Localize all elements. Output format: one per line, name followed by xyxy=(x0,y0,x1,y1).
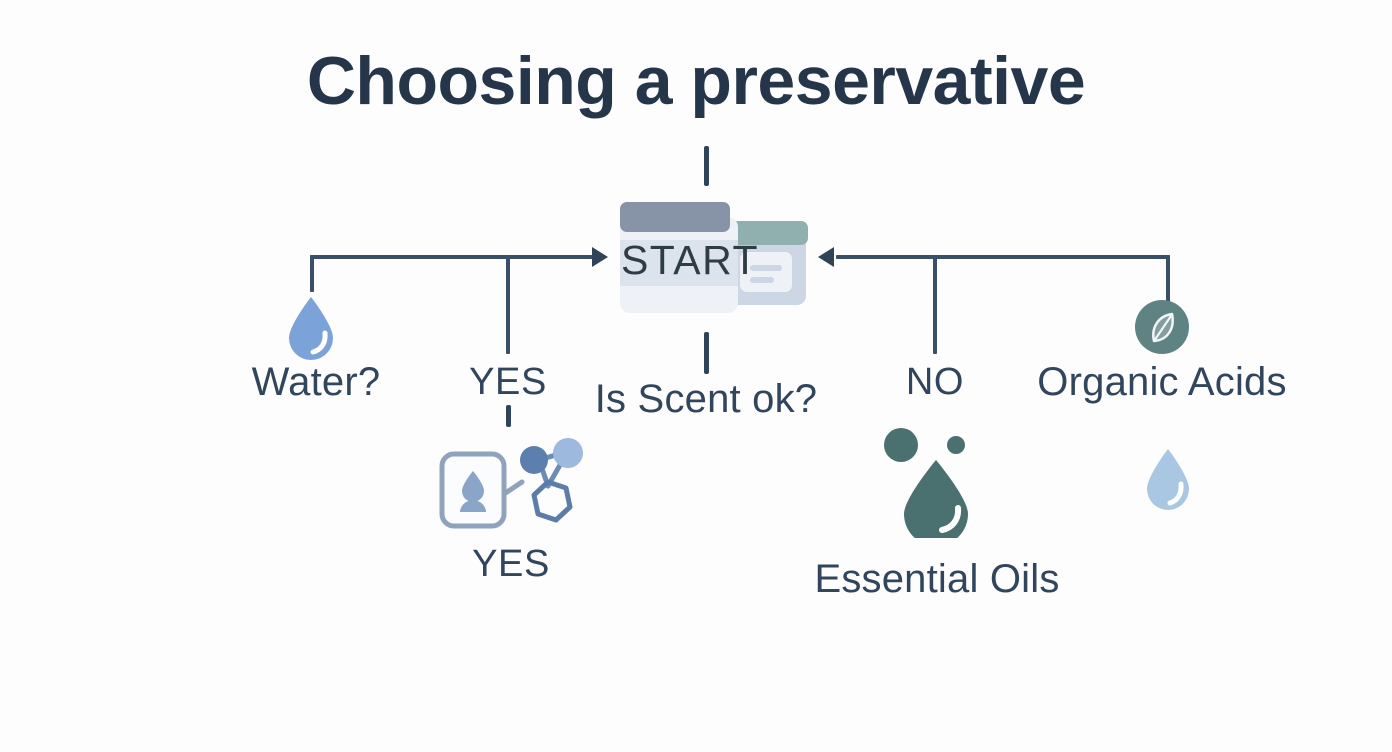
water-droplet-icon-wrapper xyxy=(283,295,339,361)
water-molecule-icon xyxy=(439,438,583,529)
connector-right-arrowhead xyxy=(818,247,834,267)
connector-left-drop-water xyxy=(310,255,314,292)
leaf-circle-icon xyxy=(1135,300,1189,354)
preservative-jar-icon xyxy=(620,202,808,313)
connector-start-to-scent xyxy=(704,332,709,374)
water-molecule-icon-wrapper xyxy=(438,438,584,538)
leaf-circle-icon-wrapper xyxy=(1135,300,1189,354)
essential-oil-droplet-icon-wrapper xyxy=(880,428,984,546)
connector-title-to-start xyxy=(704,146,709,186)
outcome-label-left-yes: YES xyxy=(472,543,550,585)
outcome-label-organic-acids: Organic Acids xyxy=(1037,360,1287,404)
connector-right-horizontal xyxy=(836,255,1170,259)
connector-left-arrowhead xyxy=(592,247,608,267)
light-water-droplet-icon xyxy=(1147,449,1189,510)
essential-oil-droplet-icon xyxy=(884,428,968,546)
answer-label-left-yes: YES xyxy=(469,361,547,403)
light-water-droplet-icon-wrapper xyxy=(1141,447,1195,511)
outcome-label-essential-oils: Essential Oils xyxy=(814,557,1060,601)
answer-label-right-no: NO xyxy=(905,361,965,403)
start-node[interactable]: START xyxy=(600,195,820,320)
connector-left-horizontal xyxy=(310,255,602,259)
water-droplet-icon xyxy=(289,297,333,360)
connector-right-drop-organic-acids xyxy=(1166,255,1170,303)
decision-label-scent: Is Scent ok? xyxy=(594,377,818,421)
start-label: START xyxy=(620,237,760,283)
connector-left-drop-yes xyxy=(506,255,510,354)
connector-yes-to-molecule xyxy=(506,405,511,427)
page-title: Choosing a preservative xyxy=(306,43,1086,119)
decision-label-water: Water? xyxy=(251,360,381,404)
connector-right-drop-no xyxy=(933,255,937,354)
